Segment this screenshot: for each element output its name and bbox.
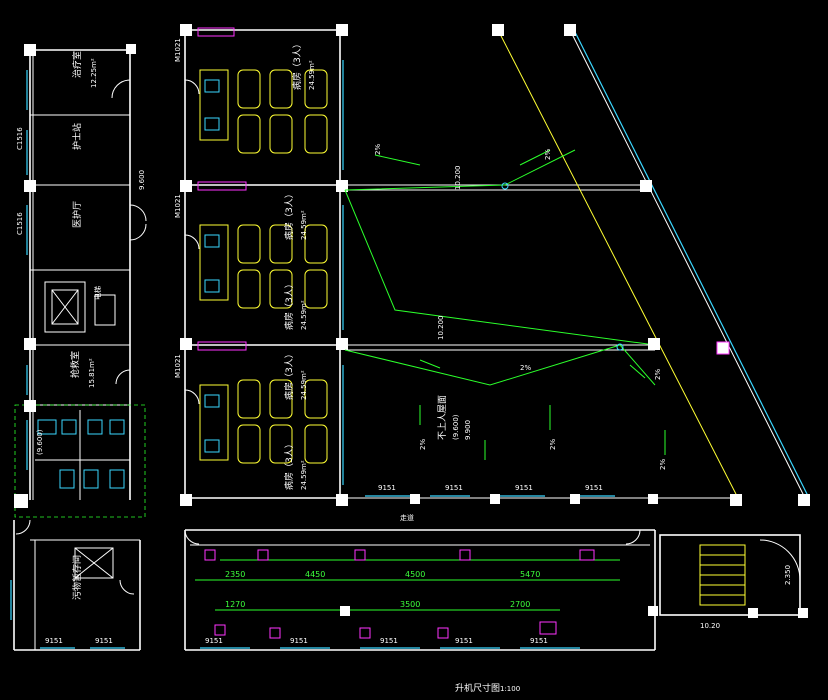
ward-c-area: 24.59m² — [300, 300, 308, 330]
elevation-9600-b: (9.600) — [36, 429, 44, 455]
corridor-label: 走道 — [400, 513, 414, 522]
elevator-label: 电梯 — [93, 286, 102, 300]
dim-9151-h: 9151 — [290, 637, 308, 645]
dim-2350: 2350 — [225, 570, 245, 579]
labels: 治疗室 12.25m² 护士站 医护厅 电梯 抢救室 15.81m² 污物暂存间… — [16, 38, 792, 694]
roof-elevation-2: 9.900 — [464, 420, 472, 440]
slope-2: 2% — [544, 149, 552, 160]
slope-4: 2% — [654, 369, 662, 380]
dim-5470: 5470 — [520, 570, 540, 579]
elevation-9600: 9.600 — [138, 170, 146, 190]
window-code-2: C1516 — [16, 212, 24, 235]
left-service-block — [14, 44, 147, 518]
ward-e-label: 病房（3人） — [283, 439, 295, 490]
treatment-room-area: 12.25m² — [90, 58, 98, 88]
dim-9151-e: 9151 — [45, 637, 63, 645]
dim-9151-j: 9151 — [455, 637, 473, 645]
dim-3500: 3500 — [400, 600, 420, 609]
elevation-10200-a: 10.200 — [454, 166, 462, 191]
slope-6: 2% — [549, 439, 557, 450]
door-code-1: M1021 — [174, 38, 182, 62]
dim-9151-c: 9151 — [515, 484, 533, 492]
dim-1270: 1270 — [225, 600, 245, 609]
ward-c-label: 病房（3人） — [283, 279, 295, 330]
dim-9151-d: 9151 — [585, 484, 603, 492]
slope-7: 2% — [659, 459, 667, 470]
dim-2700: 2700 — [510, 600, 530, 609]
lounge-label: 医护厅 — [71, 201, 83, 228]
dim-9151-g: 9151 — [205, 637, 223, 645]
stair-dim: 2.350 — [784, 565, 792, 585]
dirt-room-label: 污物暂存间 — [71, 555, 83, 600]
lower-left-block — [10, 519, 141, 651]
dim-9151-i: 9151 — [380, 637, 398, 645]
stairwell — [659, 534, 808, 618]
slope-1: 2% — [374, 144, 382, 155]
ward-b-label: 病房（3人） — [283, 189, 295, 240]
roof-elevation: (9.600) — [452, 414, 460, 440]
door-code-3: M1021 — [174, 354, 182, 378]
ward-furniture-3 — [199, 379, 328, 464]
drawing-title: 升机尺寸图 — [455, 682, 500, 694]
dim-9151-b: 9151 — [445, 484, 463, 492]
door-code-2: M1021 — [174, 194, 182, 218]
observation-room-label: 抢救室 — [69, 351, 81, 378]
window-code-1: C1516 — [16, 127, 24, 150]
ward-block — [180, 24, 348, 506]
bottom-block — [184, 529, 658, 651]
dim-9151-a: 9151 — [378, 484, 396, 492]
treatment-room-label: 治疗室 — [71, 51, 83, 78]
ward-b-area: 24.59m² — [300, 210, 308, 240]
ward-furniture-2 — [199, 224, 328, 309]
drawing-scale: 1:100 — [500, 685, 520, 693]
nurse-station-label: 护士站 — [71, 123, 83, 150]
slope-5: 2% — [419, 439, 427, 450]
ward-a-label: 病房（3人） — [291, 39, 303, 90]
dim-4500: 4500 — [405, 570, 425, 579]
ward-a-area: 24.59m² — [308, 60, 316, 90]
slope-3: 2% — [520, 364, 531, 372]
ward-d-area: 24.59m² — [300, 370, 308, 400]
dim-9151-f: 9151 — [95, 637, 113, 645]
roof-label: 不上人屋面 — [437, 395, 448, 440]
dim-4450: 4450 — [305, 570, 325, 579]
stair-bottom-dim: 10.20 — [700, 622, 720, 630]
ward-e-area: 24.59m² — [300, 460, 308, 490]
roof-area — [344, 24, 810, 506]
dim-9151-k: 9151 — [530, 637, 548, 645]
ward-d-label: 病房（3人） — [283, 349, 295, 400]
ward-furniture-1 — [199, 69, 328, 154]
observation-room-area: 15.81m² — [88, 358, 96, 388]
elevation-10200-b: 10.200 — [437, 316, 445, 341]
